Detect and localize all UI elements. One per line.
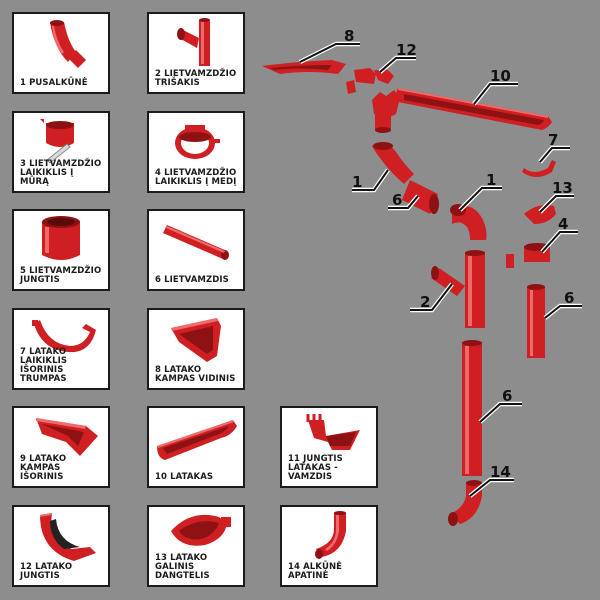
wood-pipe-bracket-icon (175, 125, 220, 159)
elbow-part-upper (372, 142, 414, 184)
callout-6-short-pipe: 6 (564, 289, 574, 307)
leader-lines (298, 41, 582, 498)
downpipe-part-short (527, 284, 545, 358)
card-elbow: 1 PUSALKŪNĖ (12, 12, 110, 94)
card-label: 11 JUNGTIS LATAKAS - VAMZDIS (288, 454, 343, 482)
pipe-bracket-part (506, 243, 550, 268)
card-wood-bracket: 4 LIETVAMZDŽIO LAIKIKLIS Į MEDĮ (147, 111, 245, 193)
card-outer-corner: 9 LATAKO KAMPAS IŠORINIS (12, 406, 110, 488)
tee-part (431, 250, 485, 328)
gutter-joint-icon (40, 513, 96, 561)
card-label: 2 LIETVAMZDŽIO TRIŠAKIS (155, 69, 237, 88)
callout-8: 8 (344, 27, 354, 45)
gutter-outlet-part (372, 90, 400, 133)
card-connector: 5 LIETVAMZDŽIO JUNGTIS (12, 209, 110, 291)
callout-13: 13 (552, 179, 573, 197)
pipe-connector-icon (42, 216, 80, 260)
card-gutter-outlet: 11 JUNGTIS LATAKAS - VAMZDIS (280, 406, 378, 488)
card-tee: 2 LIETVAMZDŽIO TRIŠAKIS (147, 12, 245, 94)
card-inner-corner: 8 LATAKO KAMPAS VIDINIS (147, 308, 245, 390)
gutter-part (396, 88, 552, 130)
gutter-outlet-icon (306, 414, 360, 450)
callout-2: 2 (420, 293, 430, 311)
card-gutter-hanger: 7 LATAKO LAIKIKLIS IŠORINIS TRUMPAS (12, 308, 110, 390)
card-label: 12 LATAKO JUNGTIS (20, 562, 73, 581)
card-end-cap: 13 LATAKO GALINIS DANGTELIS (147, 505, 245, 587)
callout-12: 12 (396, 41, 417, 59)
gutter-hanger-icon (32, 320, 96, 353)
card-bottom-elbow: 14 ALKŪNĖ APATINĖ (280, 505, 378, 587)
callout-6-connector: 6 (392, 191, 402, 209)
card-downpipe: 6 LIETVAMZDIS (147, 209, 245, 291)
callout-14: 14 (490, 463, 511, 481)
tee-junction-icon (177, 18, 210, 66)
gutter-joint-part (346, 68, 394, 94)
card-label: 4 LIETVAMZDŽIO LAIKIKLIS Į MEDĮ (155, 168, 237, 187)
card-label: 13 LATAKO GALINIS DANGTELIS (155, 553, 210, 581)
card-label: 6 LIETVAMZDIS (155, 275, 229, 285)
card-label: 14 ALKŪNĖ APATINĖ (288, 562, 343, 581)
elbow-part-lower (450, 204, 487, 240)
card-label: 7 LATAKO LAIKIKLIS IŠORINIS TRUMPAS (20, 347, 68, 384)
gutter-end-cap-icon (171, 514, 231, 546)
card-label: 5 LIETVAMZDŽIO JUNGTIS (20, 266, 102, 285)
bottom-elbow-icon (315, 511, 346, 559)
card-label: 3 LIETVAMZDŽIO LAIKIKLIS Į MŪRĄ (20, 159, 102, 187)
card-label: 9 LATAKO KAMPAS IŠORINIS (20, 454, 67, 482)
callout-7: 7 (548, 131, 558, 149)
card-wall-bracket: 3 LIETVAMZDŽIO LAIKIKLIS Į MŪRĄ (12, 111, 110, 193)
card-gutter: 10 LATAKAS (147, 406, 245, 488)
inner-gutter-corner-icon (171, 318, 221, 362)
callout-10: 10 (490, 67, 511, 85)
callout-4: 4 (558, 215, 568, 233)
card-label: 8 LATAKO KAMPAS VIDINIS (155, 365, 236, 384)
bottom-elbow-part (448, 480, 482, 526)
downpipe-icon (163, 225, 229, 260)
gutter-icon (157, 420, 237, 460)
wall-pipe-bracket-icon (40, 119, 74, 164)
pipe-connector-part (402, 180, 439, 214)
card-gutter-joint: 12 LATAKO JUNGTIS (12, 505, 110, 587)
inner-corner-part (262, 60, 346, 74)
gutter-hanger-part (522, 160, 556, 177)
callout-1-upper: 1 (352, 173, 362, 191)
callout-6-long-pipe: 6 (502, 387, 512, 405)
outer-gutter-corner-icon (36, 418, 98, 456)
card-label: 1 PUSALKŪNĖ (20, 78, 88, 88)
elbow-bend-icon (50, 20, 86, 68)
gutter-end-cap-part (524, 205, 556, 224)
card-label: 10 LATAKAS (155, 472, 214, 482)
callout-1-lower: 1 (486, 171, 496, 189)
downpipe-part-long (462, 340, 482, 476)
